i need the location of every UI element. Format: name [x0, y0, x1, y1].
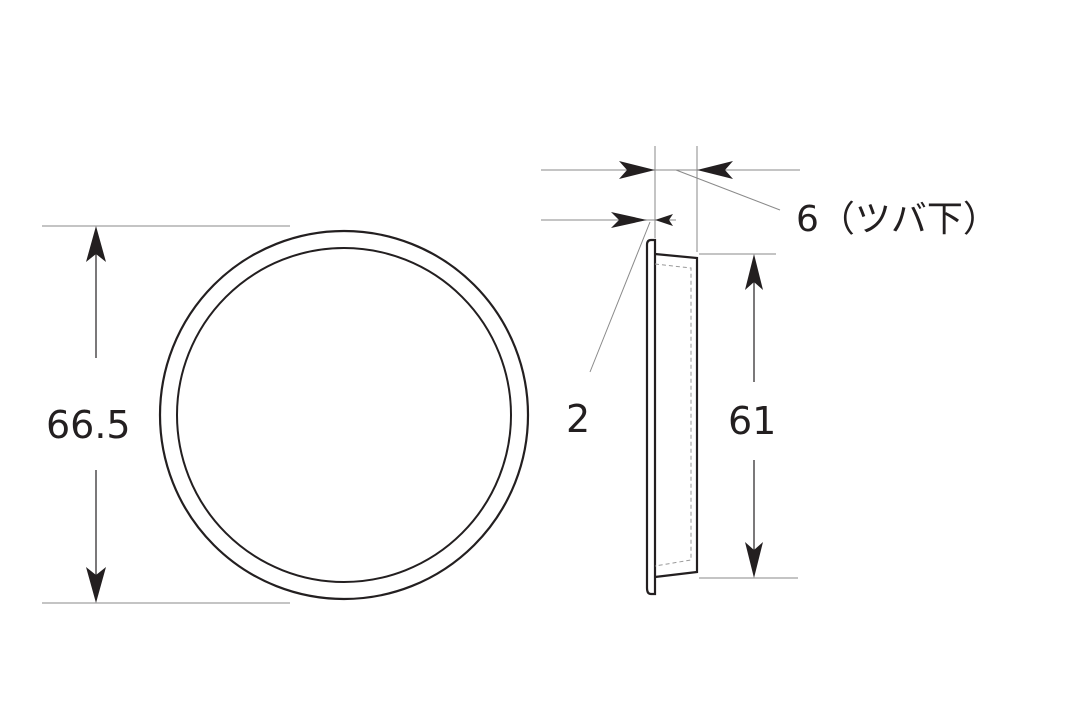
depth-label: 61 — [728, 399, 776, 443]
two-leader — [589, 221, 651, 373]
outer-ring — [158, 229, 530, 601]
six-arrow-left — [619, 161, 655, 179]
diameter-arrow-up — [86, 226, 106, 262]
depth-arrow-up — [745, 254, 763, 290]
two-arrow-right — [655, 214, 673, 226]
two-label: 2 — [566, 397, 590, 441]
diameter-arrow-down — [86, 567, 106, 603]
side-view: 61 6（ツバ下） 2 — [541, 146, 999, 596]
flange-outline — [645, 238, 657, 596]
depth-arrow-down — [745, 542, 763, 578]
six-arrow-right — [697, 161, 733, 179]
body-outline — [654, 252, 699, 579]
diameter-label: 66.5 — [46, 403, 131, 447]
front-view: 66.5 — [42, 225, 530, 604]
six-leader — [675, 169, 781, 211]
two-arrow-left — [611, 212, 647, 228]
inner-ring — [176, 247, 512, 583]
body-hidden-line — [654, 263, 692, 567]
six-label: 6（ツバ下） — [796, 199, 999, 240]
